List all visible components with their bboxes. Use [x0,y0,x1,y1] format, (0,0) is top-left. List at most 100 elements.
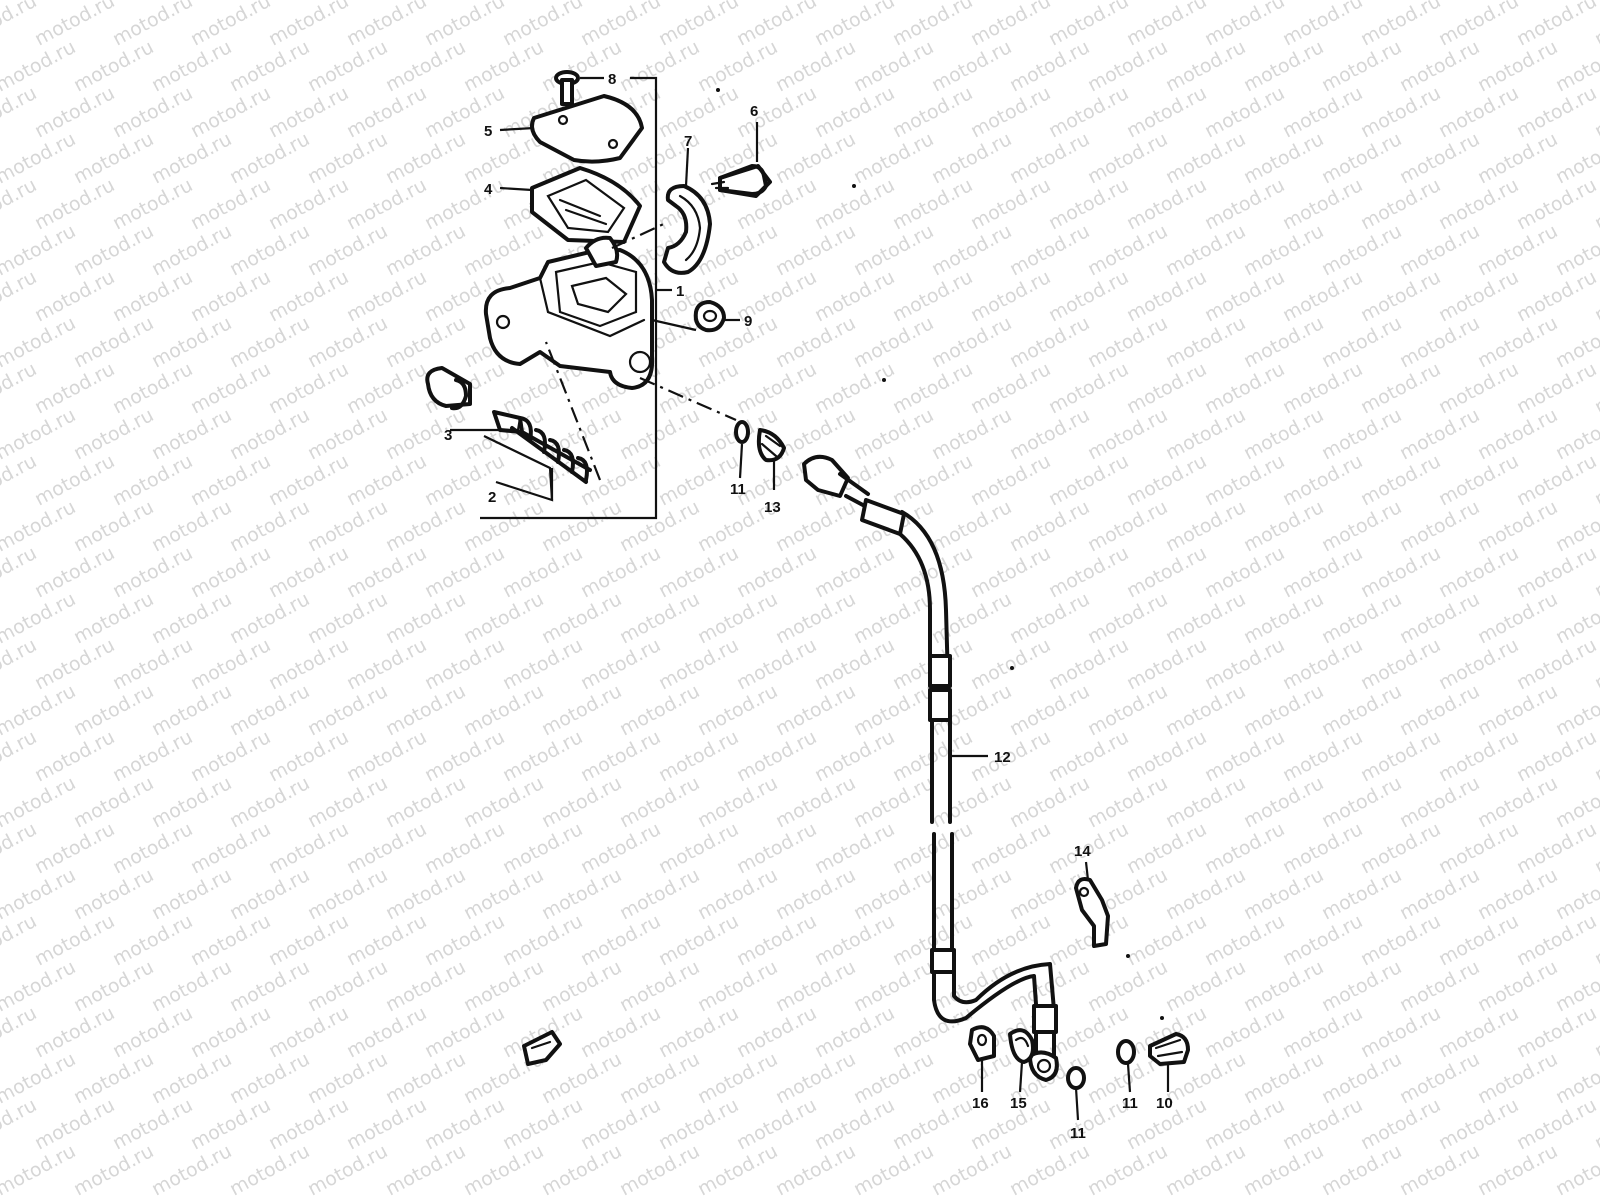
watermark-text: motod.ru [1123,450,1210,510]
watermark-text: motod.ru [1318,312,1405,372]
watermark-text: motod.ru [1201,542,1288,602]
watermark-text: motod.ru [382,36,469,96]
watermark-text: motod.ru [304,1048,391,1108]
watermark-text: motod.ru [499,542,586,602]
callout-6: 6 [750,103,758,120]
watermark-text: motod.ru [1357,174,1444,234]
watermark-text: motod.ru [928,588,1015,648]
watermark-text: motod.ru [850,128,937,188]
watermark-text: motod.ru [1123,82,1210,142]
watermark-text: motod.ru [967,82,1054,142]
watermark-text: motod.ru [1045,358,1132,418]
watermark-text: motod.ru [967,910,1054,970]
watermark-text: motod.ru [850,220,937,280]
watermark-text: motod.ru [1240,956,1327,1016]
watermark-text: motod.ru [1240,772,1327,832]
watermark-text: motod.ru [1513,1002,1600,1062]
watermark-text: motod.ru [889,1094,976,1154]
watermark-text: motod.ru [148,404,235,464]
watermark-text: motod.ru [1084,404,1171,464]
watermark-text: motod.ru [616,772,703,832]
callout-9: 9 [744,313,752,330]
watermark-text: motod.ru [1357,1002,1444,1062]
watermark-text: motod.ru [1279,174,1366,234]
watermark-text: motod.ru [1084,588,1171,648]
watermark-text: motod.ru [772,496,859,556]
watermark-text: motod.ru [1396,1048,1483,1108]
watermark-text: motod.ru [1435,910,1522,970]
watermark-text: motod.ru [1162,312,1249,372]
watermark-text: motod.ru [343,910,430,970]
watermark-text: motod.ru [148,864,235,924]
watermark-text: motod.ru [1201,0,1288,50]
watermark-text: motod.ru [1123,542,1210,602]
watermark-text: motod.ru [1045,542,1132,602]
callout-11-center: 11 [1070,1125,1086,1142]
watermark-text: motod.ru [1201,1002,1288,1062]
watermark-text: motod.ru [460,1140,547,1200]
watermark-text: motod.ru [850,588,937,648]
watermark-text: motod.ru [967,450,1054,510]
watermark-text: motod.ru [1123,726,1210,786]
watermark-text: motod.ru [304,496,391,556]
watermark-text: motod.ru [1240,588,1327,648]
watermark-text: motod.ru [1513,82,1600,142]
watermark-text: motod.ru [655,910,742,970]
watermark-text: motod.ru [967,818,1054,878]
watermark-text: motod.ru [1435,726,1522,786]
watermark-text: motod.ru [1162,680,1249,740]
watermark-text: motod.ru [1357,358,1444,418]
watermark-text: motod.ru [421,1094,508,1154]
watermark-text: motod.ru [109,358,196,418]
callout-8-top: 8 [608,71,616,88]
assembly-bracket [480,76,672,520]
watermark-text: motod.ru [694,588,781,648]
watermark-text: motod.ru [1162,772,1249,832]
watermark-text: motod.ru [1240,680,1327,740]
watermark-text: motod.ru [1279,1094,1366,1154]
watermark-text: motod.ru [1162,36,1249,96]
watermark-text: motod.ru [460,864,547,924]
watermark-text: motod.ru [109,1002,196,1062]
watermark-text: motod.ru [226,772,313,832]
watermark-text: motod.ru [655,634,742,694]
watermark-text: motod.ru [1240,312,1327,372]
watermark-text: motod.ru [265,910,352,970]
watermark-text: motod.ru [265,818,352,878]
watermark-text: motod.ru [1123,818,1210,878]
watermark-text: motod.ru [733,910,820,970]
watermark-text: motod.ru [226,956,313,1016]
watermark-text: motod.ru [733,358,820,418]
watermark-text: motod.ru [1396,312,1483,372]
watermark-text: motod.ru [1474,1048,1561,1108]
watermark-text: motod.ru [31,266,118,326]
watermark-text: motod.ru [655,358,742,418]
watermark-text: motod.ru [187,726,274,786]
screw-part [554,70,604,106]
watermark-text: motod.ru [382,220,469,280]
watermark-text: motod.ru [187,266,274,326]
watermark-text: motod.ru [1123,0,1210,50]
watermark-text: motod.ru [538,680,625,740]
watermark-text: motod.ru [772,36,859,96]
watermark-text: motod.ru [772,956,859,1016]
watermark-text: motod.ru [1006,36,1093,96]
watermark-text: motod.ru [616,496,703,556]
watermark-text: motod.ru [577,0,664,50]
watermark-text: motod.ru [616,36,703,96]
watermark-text: motod.ru [382,1140,469,1200]
watermark-text: motod.ru [148,312,235,372]
watermark-text: motod.ru [1513,0,1600,50]
watermark-text: motod.ru [31,358,118,418]
stray-fragment [522,1030,562,1066]
watermark-text: motod.ru [694,1048,781,1108]
watermark-text: motod.ru [811,542,898,602]
watermark-text: motod.ru [733,726,820,786]
watermark-text: motod.ru [1045,0,1132,50]
watermark-text: motod.ru [109,726,196,786]
watermark-text: motod.ru [1552,1140,1600,1200]
watermark-text: motod.ru [1435,82,1522,142]
watermark-text: motod.ru [1123,910,1210,970]
watermark-text: motod.ru [187,174,274,234]
watermark-text: motod.ru [1474,128,1561,188]
